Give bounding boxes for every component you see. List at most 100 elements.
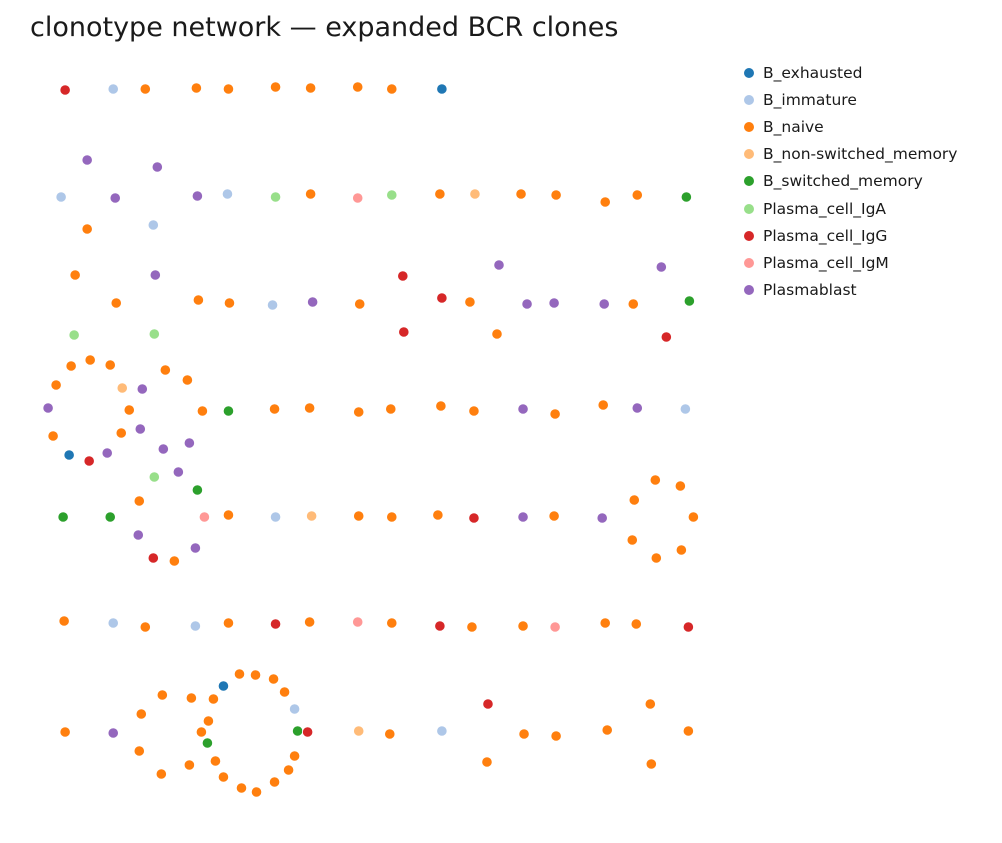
data-point	[386, 617, 398, 629]
data-point	[517, 403, 529, 415]
data-point	[222, 617, 235, 629]
data-point	[59, 726, 71, 738]
data-point	[302, 726, 314, 738]
data-point	[386, 189, 398, 201]
data-point	[134, 423, 146, 435]
data-point	[189, 542, 201, 554]
data-point	[597, 399, 609, 411]
data-point	[222, 405, 235, 417]
legend-marker	[744, 176, 754, 187]
data-point	[135, 708, 147, 720]
data-point	[81, 154, 93, 166]
data-point	[268, 776, 281, 788]
data-point	[352, 192, 364, 204]
data-point	[386, 83, 398, 95]
legend-item: Plasmablast	[744, 277, 957, 304]
series-Plasmablast	[42, 154, 667, 739]
series-Plasma_cell_IgG	[59, 84, 694, 738]
legend-marker	[744, 67, 754, 78]
data-point	[132, 529, 144, 541]
data-point	[305, 188, 317, 200]
series-B_switched_memory	[57, 191, 695, 749]
data-point	[269, 511, 282, 523]
legend-item: Plasma_cell_IgG	[744, 222, 957, 249]
data-point	[172, 466, 184, 478]
data-point	[278, 686, 291, 698]
data-point	[288, 750, 301, 762]
data-point	[104, 359, 116, 371]
data-point	[201, 737, 214, 749]
data-point	[168, 555, 180, 567]
data-point	[191, 484, 203, 496]
data-point	[469, 188, 481, 200]
data-point	[599, 196, 611, 208]
data-point	[435, 400, 447, 412]
data-point	[104, 511, 116, 523]
data-point	[148, 471, 160, 483]
data-point	[548, 297, 560, 309]
data-point	[59, 84, 71, 96]
data-point	[628, 494, 640, 506]
data-point	[549, 621, 561, 633]
data-point	[675, 544, 687, 556]
data-point	[266, 299, 279, 311]
data-point	[110, 297, 122, 309]
data-point	[235, 782, 248, 794]
data-point	[683, 295, 695, 307]
data-point	[386, 511, 398, 523]
data-point	[432, 509, 444, 521]
data-point	[352, 81, 364, 93]
data-point	[107, 617, 119, 629]
data-point	[155, 768, 167, 780]
data-point	[65, 360, 77, 372]
data-point	[599, 617, 611, 629]
data-point	[109, 192, 121, 204]
data-point	[157, 443, 169, 455]
data-point	[398, 326, 410, 338]
legend-item: B_exhausted	[744, 59, 957, 86]
data-point	[123, 404, 135, 416]
data-point	[147, 552, 159, 564]
data-point	[156, 689, 168, 701]
data-point	[517, 620, 529, 632]
data-point	[650, 552, 662, 564]
legend-label: B_switched_memory	[763, 172, 923, 191]
data-point	[249, 669, 262, 681]
data-point	[674, 480, 686, 492]
data-point	[436, 83, 448, 95]
data-point	[217, 680, 230, 692]
data-point	[304, 402, 316, 414]
legend-marker	[744, 257, 754, 268]
data-point	[649, 474, 661, 486]
series-B_exhausted	[63, 83, 448, 692]
data-point	[630, 618, 642, 630]
data-point	[198, 511, 211, 523]
data-point	[269, 618, 282, 630]
legend-label: Plasmablast	[763, 281, 857, 300]
legend-item: B_non-switched_memory	[744, 141, 957, 168]
data-point	[69, 269, 81, 281]
data-point	[217, 771, 230, 783]
data-point	[353, 725, 365, 737]
data-point	[133, 745, 145, 757]
data-point	[468, 405, 480, 417]
data-point	[221, 188, 234, 200]
data-point	[493, 259, 505, 271]
data-point	[601, 724, 613, 736]
data-point	[195, 726, 208, 738]
data-point	[268, 403, 281, 415]
legend-marker	[744, 94, 754, 105]
legend-label: B_non-switched_memory	[763, 145, 958, 164]
data-point	[626, 534, 638, 546]
series-B_naive	[47, 81, 699, 798]
data-point	[147, 219, 159, 231]
series-Plasma_cell_IgA	[68, 189, 398, 483]
data-point	[63, 449, 75, 461]
data-point	[148, 328, 160, 340]
legend-label: Plasma_cell_IgM	[763, 253, 889, 272]
data-point	[680, 191, 692, 203]
data-point	[660, 331, 672, 343]
legend-marker	[744, 203, 754, 214]
data-point	[181, 374, 193, 386]
